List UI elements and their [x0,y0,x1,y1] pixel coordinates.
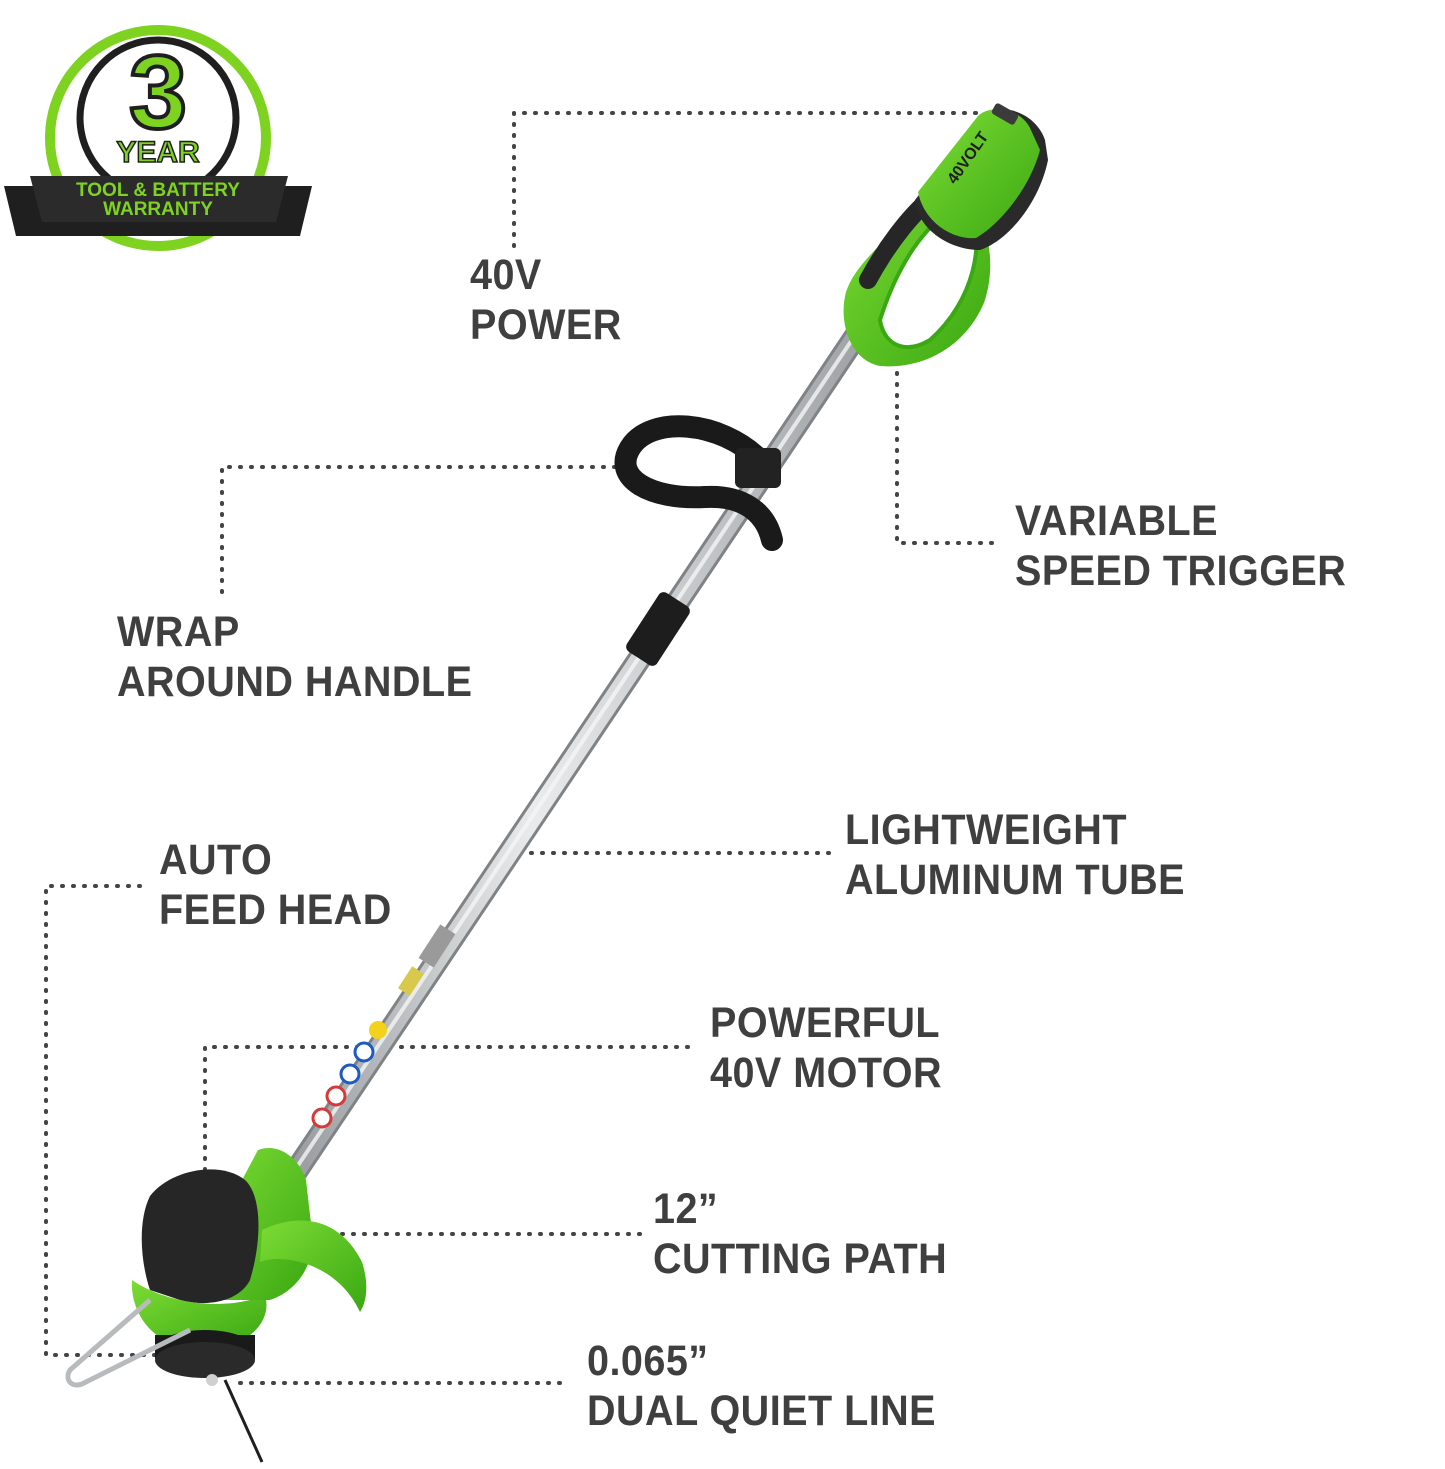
callout-power-line1: 40V [470,251,542,299]
callout-trigger-line2: SPEED TRIGGER [1015,547,1347,595]
leader-lines [44,111,1002,1385]
callout-tube: LIGHTWEIGHT ALUMINUM TUBE [845,805,1185,905]
callout-line: 0.065” DUAL QUIET LINE [587,1336,936,1436]
badge-ribbon-front [30,176,288,222]
callout-path-line2: CUTTING PATH [653,1235,948,1283]
leader-feed [44,884,177,1357]
edging-guard [65,1298,192,1388]
callout-motor-line2: 40V MOTOR [710,1049,943,1097]
leader-handle [220,465,622,594]
leader-motor [203,1045,697,1172]
tube-coupler [626,592,690,666]
callout-feed-line2: FEED HEAD [159,886,392,934]
badge-year: YEAR [116,136,200,169]
callout-tube-line2: ALUMINUM TUBE [845,856,1186,904]
leader-power [512,111,987,248]
callout-handle: WRAP AROUND HANDLE [117,607,472,707]
badge-number: 3 [129,35,187,151]
cutting-line [223,1379,264,1463]
callout-line-line1: 0.065” [587,1337,709,1385]
feed-head-bottom [155,1342,255,1378]
trimmer-illustration: 40VOLT [65,103,1048,1463]
line-eyelet [206,1374,218,1386]
motor-cover [141,1169,259,1304]
callout-feed: AUTO FEED HEAD [159,835,392,935]
callout-trigger-line1: VARIABLE [1015,497,1218,545]
callout-handle-line1: WRAP [117,608,240,656]
callout-power: 40V POWER [470,250,622,350]
callout-path: 12” CUTTING PATH [653,1184,947,1284]
leader-trigger [895,360,1002,545]
callout-trigger: VARIABLE SPEED TRIGGER [1015,496,1346,596]
badge-line1: TOOL & BATTERY [76,180,240,201]
callout-tube-line1: LIGHTWEIGHT [845,806,1127,854]
battery-latch [991,103,1019,125]
battery-pack [918,109,1040,239]
motor-base [131,1280,267,1345]
callout-line-line2: DUAL QUIET LINE [587,1387,937,1435]
callout-path-line1: 12” [653,1185,719,1233]
callout-motor: POWERFUL 40V MOTOR [710,998,942,1098]
wrap-around-handle [614,415,783,551]
callout-feed-line1: AUTO [159,836,273,884]
tube-decals [311,924,456,1129]
warranty-badge: 3 YEAR TOOL & BATTERY WARRANTY [4,25,312,251]
badge-line2: WARRANTY [103,199,213,220]
callout-power-line2: POWER [470,301,622,349]
handle-clamp [735,448,781,488]
cutting-guard [260,1220,367,1312]
callout-motor-line1: POWERFUL [710,999,941,1047]
callout-handle-line2: AROUND HANDLE [117,658,473,706]
